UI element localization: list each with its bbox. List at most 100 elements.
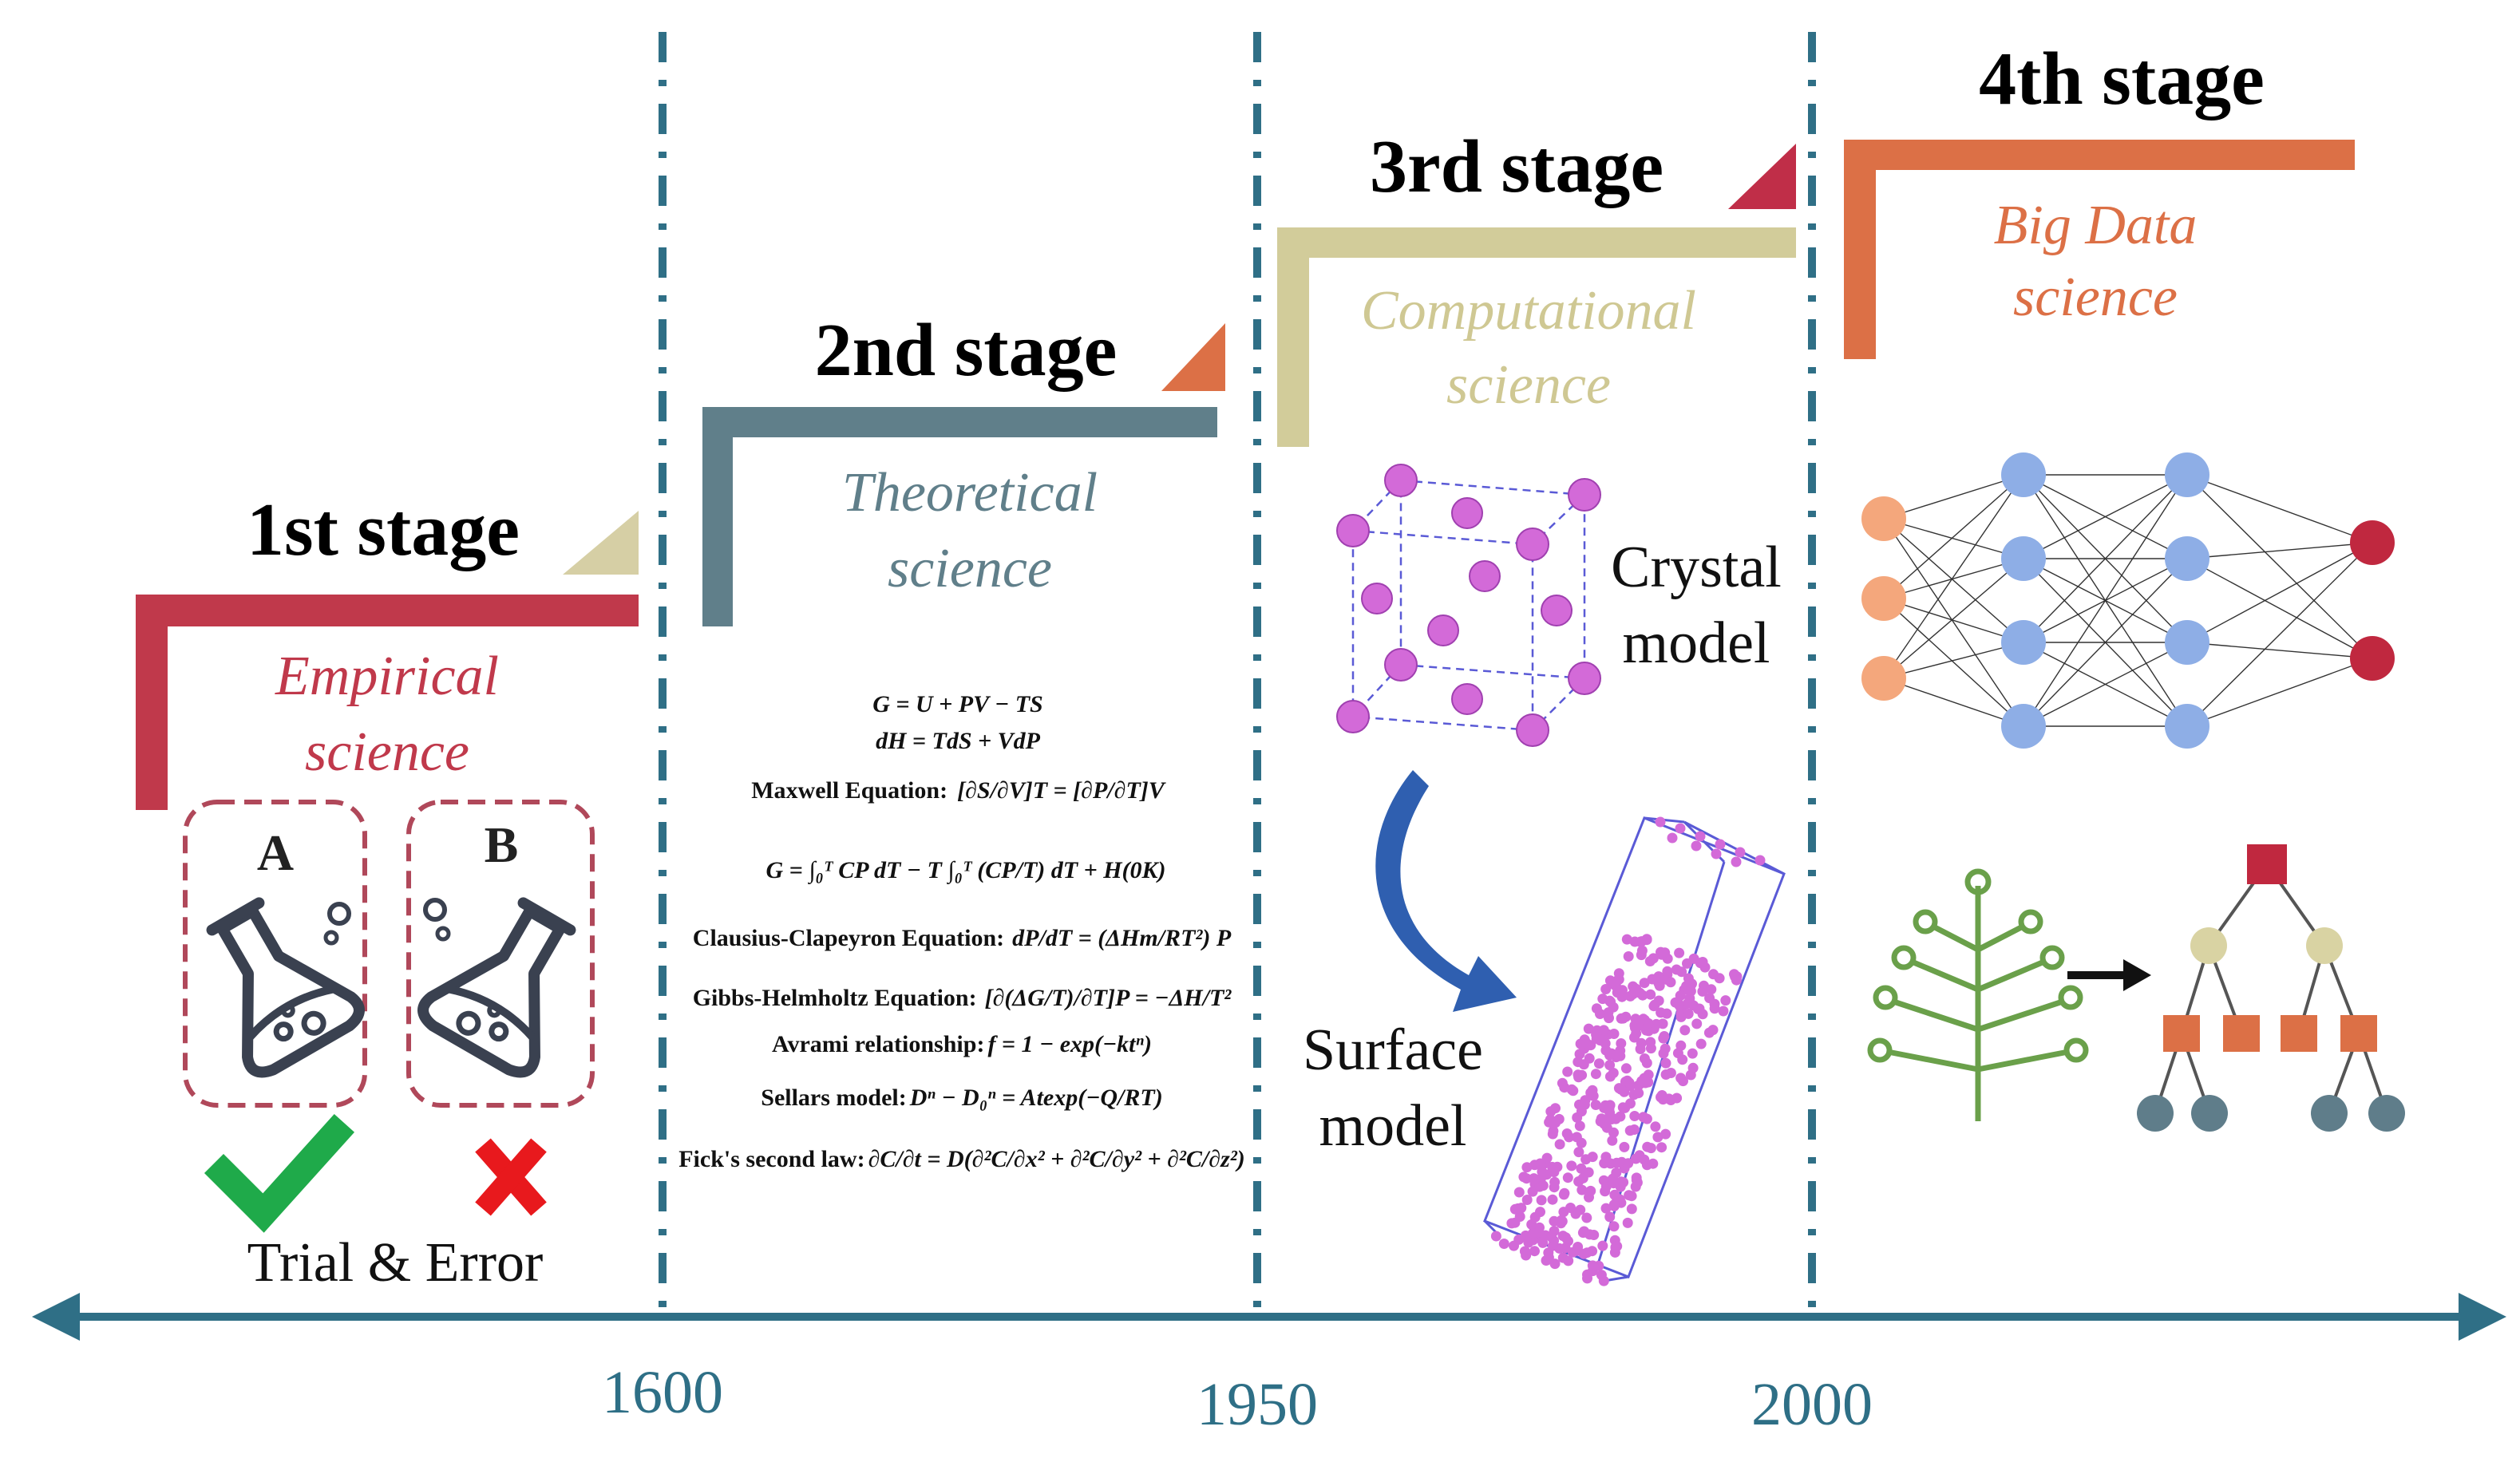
surface-atom [1581, 1212, 1592, 1223]
surface-atom [1529, 1173, 1540, 1184]
surface-atom [1697, 986, 1708, 997]
year-1600: 1600 [602, 1359, 723, 1426]
tree-split-node [2163, 1015, 2200, 1052]
surface-atom [1715, 839, 1726, 850]
surface-atom [1574, 1049, 1585, 1060]
nn-nodes [1861, 452, 2395, 749]
surface-atom [1608, 1127, 1619, 1138]
nn-hidden-node [2001, 452, 2046, 497]
surface-atom [1636, 945, 1648, 956]
surface-atom [1535, 1207, 1545, 1218]
stage-2: 2nd stage Theoretical science G = U + PV… [678, 309, 1245, 1172]
surface-atom [1577, 1227, 1588, 1239]
surface-atom [1608, 1221, 1620, 1232]
surface-atom [1731, 974, 1742, 986]
flask-b-box [406, 800, 595, 1108]
nn-edge [2186, 658, 2373, 727]
surface-atom [1671, 1093, 1683, 1104]
surface-atom [1675, 823, 1686, 834]
nn-output-node [2350, 520, 2395, 565]
nn-edge [1883, 558, 2024, 599]
nn-edge [2186, 474, 2373, 543]
surface-atom [1706, 984, 1717, 995]
nn-edge [2186, 542, 2373, 643]
nn-input-node [1861, 496, 1906, 541]
surface-label-line1: Surface [1303, 1017, 1483, 1083]
transform-arrow [1375, 770, 1517, 1012]
surface-atom [1562, 1172, 1573, 1183]
nn-edge [1883, 642, 2024, 679]
eq-enthalpy: dH = TdS + VdP [876, 728, 1041, 754]
surface-atom [1674, 947, 1685, 958]
surface-atom [1694, 1003, 1705, 1014]
surface-atom [1543, 1252, 1554, 1263]
surface-atom [1547, 1194, 1558, 1205]
stage-1-marker [563, 511, 639, 575]
surface-atom [1527, 1186, 1538, 1197]
surface-atom [1645, 989, 1656, 1000]
surface-atom [1711, 848, 1722, 859]
surface-atom [1679, 1025, 1691, 1036]
crystal-label-line2: model [1623, 610, 1770, 676]
neural-network [1861, 452, 2395, 749]
surface-atom [1523, 1237, 1534, 1248]
surface-atom [1620, 1063, 1632, 1074]
surface-atom [1597, 1240, 1608, 1251]
surface-atom [1596, 1113, 1607, 1124]
surface-atom [1622, 1075, 1633, 1086]
surface-atom [1639, 978, 1650, 989]
surface-atom [1608, 1068, 1619, 1078]
check-icon [204, 1113, 355, 1233]
surface-atom [1535, 1158, 1545, 1169]
surface-atom [1688, 953, 1699, 964]
tree-split-node [2281, 1015, 2317, 1052]
surface-atom [1490, 1231, 1501, 1242]
timeline-left-arrowhead [32, 1293, 80, 1341]
flask-a-icon [206, 897, 365, 1078]
nn-edge [2023, 558, 2188, 727]
surface-atom [1583, 1023, 1594, 1034]
surface-atom [1576, 1106, 1587, 1117]
nn-hidden-node [2165, 620, 2209, 665]
surface-atom [1623, 1158, 1634, 1169]
surface-atom [1640, 1077, 1651, 1089]
surface-atom [1639, 1154, 1650, 1165]
surface-atom [1544, 1116, 1555, 1128]
tree-split-node [2340, 1015, 2377, 1052]
surface-atom [1565, 1203, 1576, 1213]
nn-hidden-node [2165, 452, 2209, 497]
nn-edge [2186, 558, 2373, 659]
tree-leaf-node [2311, 1095, 2348, 1132]
surface-atom [1731, 856, 1742, 867]
surface-atom [1593, 1058, 1604, 1069]
surface-atom [1691, 1018, 1703, 1029]
surface-atom [1658, 1048, 1669, 1059]
surface-atom [1578, 1248, 1589, 1259]
nn-hidden-node [2001, 620, 2046, 665]
surface-atom [1697, 957, 1708, 967]
surface-atom [1576, 1184, 1588, 1195]
surface-atom [1611, 1168, 1622, 1178]
surface-atom [1548, 1125, 1559, 1136]
surface-atom [1658, 1033, 1669, 1044]
tree-split-node [2223, 1015, 2260, 1052]
nn-edge [1883, 474, 2024, 520]
surface-atom [1528, 1227, 1538, 1239]
flask-b-icon [417, 897, 576, 1078]
eq-clausius: Clausius-Clapeyron Equation: dP/dT = (ΔH… [693, 925, 1232, 951]
surface-atom [1684, 993, 1695, 1004]
surface-atom [1704, 993, 1715, 1004]
nn-edge [1883, 518, 2024, 727]
cross-icon [475, 1138, 547, 1216]
surface-atom [1559, 1187, 1570, 1199]
stage-3-title: 3rd stage [1370, 125, 1664, 208]
surface-atom [1537, 1166, 1548, 1177]
eq-maxwell: Maxwell Equation: [∂S/∂V]T = [∂P/∂T]V [751, 777, 1167, 804]
eq-fick: Fick's second law: ∂C/∂t = D(∂²C/∂x² + ∂… [678, 1146, 1245, 1172]
stage-3-science-line2: science [1446, 354, 1611, 416]
timeline: 1600 1950 2000 [32, 32, 2506, 1438]
surface-atom [1595, 1009, 1605, 1019]
nn-edge [1883, 678, 2024, 727]
surface-atom [1633, 1088, 1644, 1099]
surface-atom [1624, 1125, 1636, 1136]
